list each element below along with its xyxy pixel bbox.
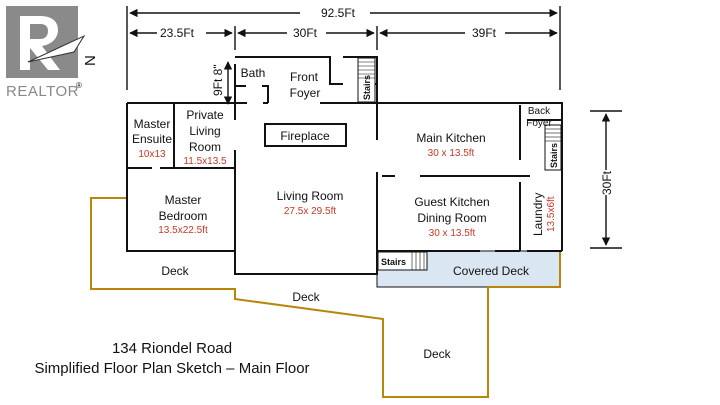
- realtor-logo-text: REALTOR: [6, 83, 79, 100]
- stairs-front-label: Stairs: [362, 75, 372, 100]
- laundry-label: Laundry: [531, 193, 545, 236]
- guest-kitchen-label-1: Guest Kitchen: [414, 195, 489, 209]
- deck-center-label: Deck: [292, 290, 320, 304]
- dimension-segment-2: 30Ft: [293, 26, 318, 40]
- guest-kitchen-label-2: Dining Room: [417, 211, 486, 225]
- walls: [126, 56, 563, 275]
- fireplace-label: Fireplace: [280, 129, 330, 143]
- stairs-back: Stairs: [544, 124, 562, 171]
- front-foyer-label-2: Foyer: [290, 86, 321, 100]
- laundry-size: 13.5x6ft: [546, 196, 557, 232]
- stairs-deck: Stairs: [377, 251, 428, 271]
- compass-north-label: N: [82, 55, 99, 66]
- guest-kitchen-size: 30 x 13.5ft: [429, 228, 476, 239]
- main-kitchen-label: Main Kitchen: [416, 131, 485, 145]
- living-room-label: Living Room: [277, 189, 344, 203]
- private-living-label-3: Room: [189, 140, 221, 154]
- realtor-registered-mark: ®: [76, 81, 82, 90]
- stairs-deck-label: Stairs: [381, 257, 406, 267]
- master-bedroom-size: 13.5x22.5ft: [158, 225, 208, 236]
- fireplace-box: [264, 123, 347, 147]
- dimension-segment-1: 23.5Ft: [160, 26, 195, 40]
- private-living-label-2: Living: [189, 124, 220, 138]
- compass-arrow-icon: [27, 34, 86, 63]
- back-foyer-label-2: Foyer: [526, 118, 552, 129]
- master-bedroom-label-1: Master: [165, 193, 202, 207]
- realtor-logo: N REALTOR ®: [6, 6, 99, 100]
- deck-outline: [90, 197, 561, 398]
- dimension-height-right: 30Ft: [600, 170, 614, 195]
- front-foyer-label-1: Front: [290, 70, 319, 84]
- private-living-label-1: Private: [186, 108, 224, 122]
- covered-deck-label: Covered Deck: [453, 264, 530, 278]
- dimension-segment-3: 39Ft: [472, 26, 497, 40]
- private-living-size: 11.5x13.5: [183, 156, 227, 167]
- stairs-back-label: Stairs: [549, 143, 559, 168]
- back-foyer-label-1: Back: [528, 106, 551, 117]
- deck-left-label: Deck: [161, 264, 189, 278]
- master-ensuite-size: 10x13: [138, 149, 166, 160]
- bath-label: Bath: [241, 66, 266, 80]
- living-room-size: 27.5x 29.5ft: [284, 206, 336, 217]
- deck-right-label: Deck: [423, 347, 451, 361]
- main-kitchen-size: 30 x 13.5ft: [428, 148, 475, 159]
- stairs-front: Stairs: [357, 57, 376, 103]
- master-ensuite-label-2: Ensuite: [132, 132, 172, 146]
- dimension-overall-width: 92.5Ft: [321, 6, 356, 20]
- caption-address: 134 Riondel Road: [112, 340, 232, 357]
- master-bedroom-label-2: Bedroom: [159, 209, 208, 223]
- caption-subtitle: Simplified Floor Plan Sketch – Main Floo…: [34, 360, 309, 377]
- dimension-lines: [126, 6, 622, 249]
- realtor-r-icon: [20, 16, 60, 70]
- master-ensuite-label-1: Master: [134, 117, 171, 131]
- dimension-bath-offset: 9Ft 8": [211, 64, 225, 96]
